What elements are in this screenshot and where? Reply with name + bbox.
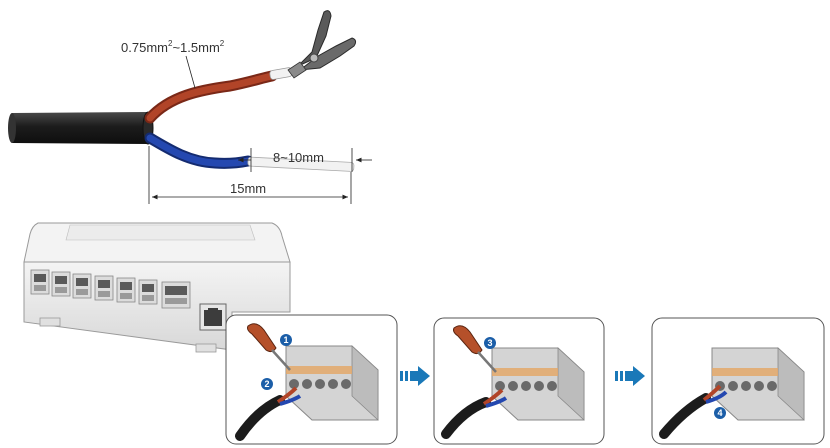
step-badge: 2 xyxy=(261,378,273,390)
inserted-cable xyxy=(659,384,728,439)
terminal-port xyxy=(94,275,114,301)
step-panel-3: 4 xyxy=(651,317,825,445)
cross-section-label: 0.75mm2~1.5mm2 xyxy=(121,39,225,89)
cable-preparation: 0.75mm2~1.5mm2 8~10mm 15mm xyxy=(8,10,372,204)
terminal-port xyxy=(51,271,71,297)
terminal-port xyxy=(30,269,50,295)
cross-section-to: 1.5 xyxy=(180,40,198,55)
connector-plug xyxy=(285,345,379,421)
step-badge-number: 1 xyxy=(283,335,288,345)
connector-plug xyxy=(491,347,585,421)
svg-text:0.75mm2~1.5mm2: 0.75mm2~1.5mm2 xyxy=(121,39,225,55)
step-badge: 3 xyxy=(484,337,496,349)
connector-plug xyxy=(711,347,805,421)
din-clip-left xyxy=(39,317,61,327)
sheath-length-label: 15mm xyxy=(230,181,266,196)
terminal-port xyxy=(138,279,158,305)
blue-wire xyxy=(144,132,355,172)
step-badge-number: 3 xyxy=(487,338,492,348)
step-panel-1: 1 2 xyxy=(225,314,398,445)
double-arrow-right-icon xyxy=(400,366,430,386)
device-body xyxy=(23,222,291,353)
cross-section-from: 0.75 xyxy=(121,40,146,55)
strip-length-dimension: 8~10mm xyxy=(238,148,372,172)
double-arrow-right-icon xyxy=(615,366,645,386)
blue-wire-conductor xyxy=(247,156,355,172)
cross-section-separator: ~ xyxy=(172,40,180,55)
cross-section-unit-1: mm xyxy=(146,40,168,55)
terminal-port xyxy=(72,273,92,299)
inserted-cable xyxy=(441,388,508,439)
cross-section-unit-2: mm xyxy=(198,40,220,55)
cable-sheath xyxy=(8,111,154,145)
brown-wire xyxy=(144,67,293,124)
ethernet-port xyxy=(199,303,227,331)
wire-stripper-icon xyxy=(287,10,357,79)
inserted-cable xyxy=(235,386,302,441)
screwdriver-icon xyxy=(247,323,291,371)
din-clip-right xyxy=(195,343,217,353)
cross-section-exp-1: 2 xyxy=(168,39,173,48)
step-badge-number: 4 xyxy=(717,408,722,418)
terminal-port-wide xyxy=(161,281,191,309)
terminal-ports xyxy=(30,269,227,331)
step-panel-2: 3 xyxy=(433,317,605,445)
terminal-port xyxy=(116,277,136,303)
strip-length-label: 8~10mm xyxy=(273,150,324,165)
step-badge: 1 xyxy=(280,334,292,346)
step-badge-number: 2 xyxy=(264,379,269,389)
step-badge: 4 xyxy=(714,407,726,419)
screwdriver-icon xyxy=(453,325,497,373)
cross-section-leader-line xyxy=(185,55,196,89)
cross-section-exp-2: 2 xyxy=(220,39,225,48)
sheath-length-dimension: 15mm xyxy=(148,146,352,204)
